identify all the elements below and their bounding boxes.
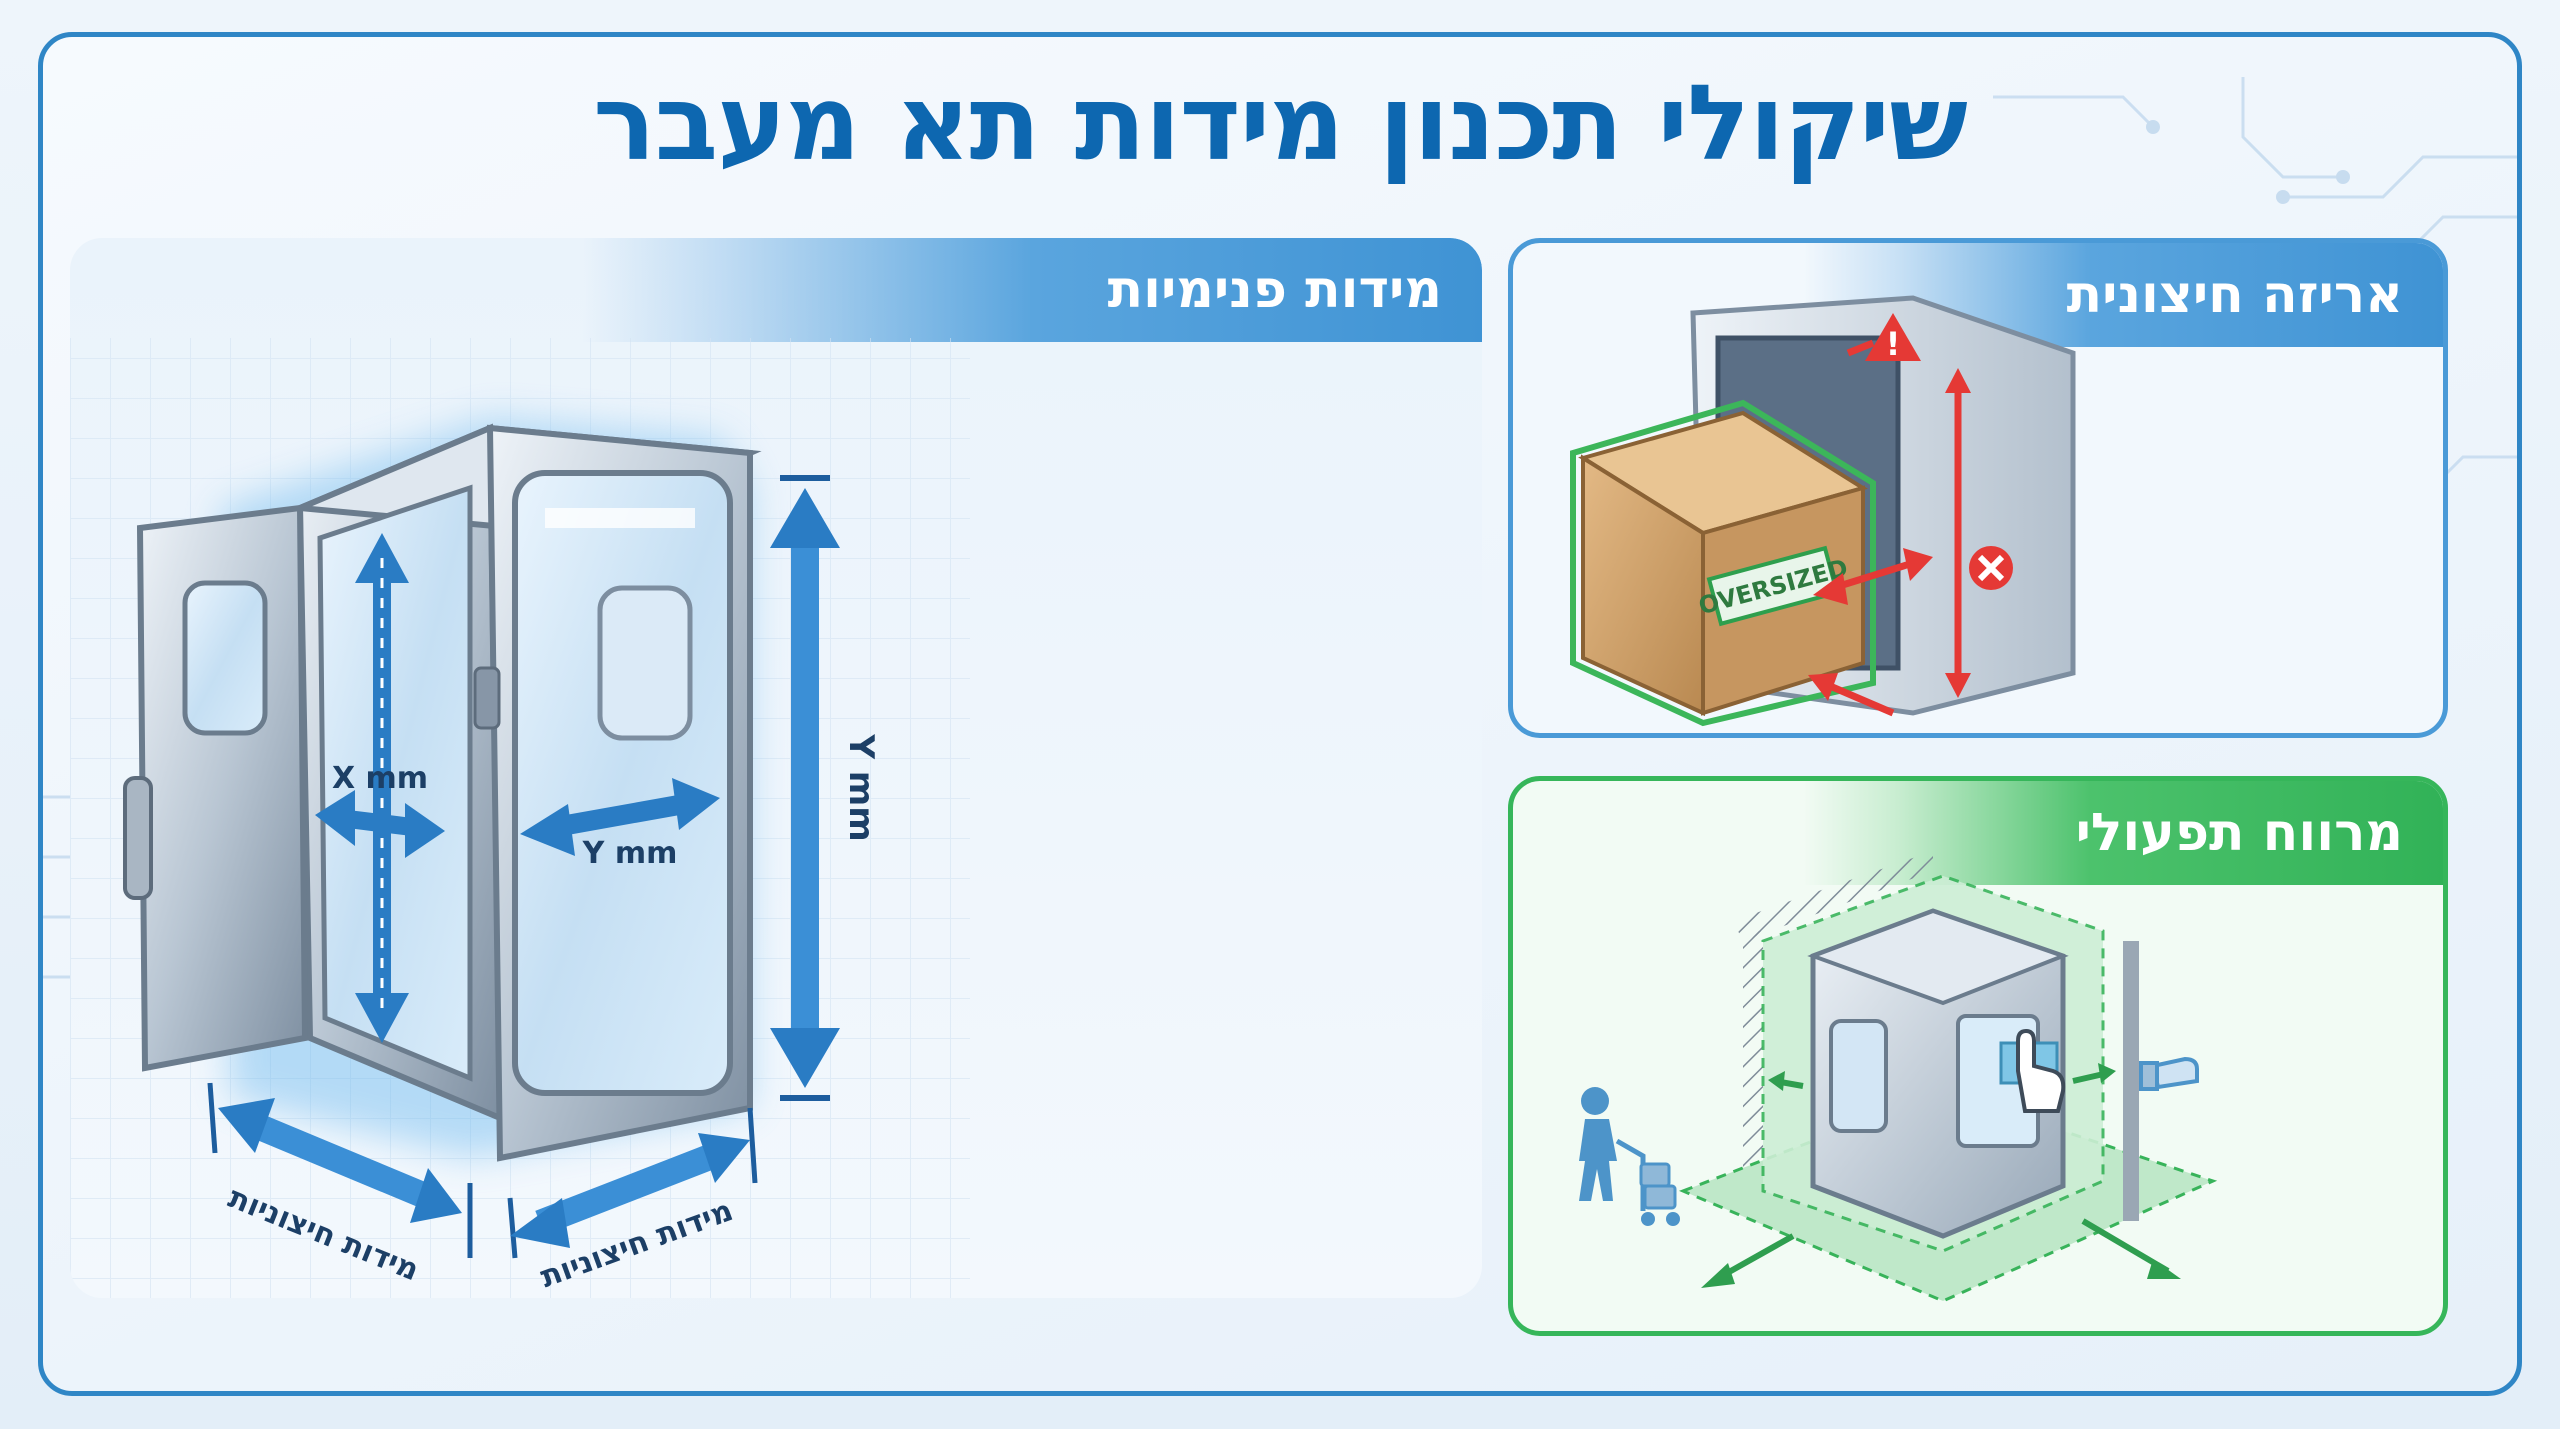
person-with-cart-icon — [1579, 1087, 1680, 1226]
warning-icon: ! — [1865, 313, 1921, 363]
svg-text:!: ! — [1886, 325, 1901, 363]
external-packaging-panel: אריזה חיצונית OVERSIZED ! — [1508, 238, 2448, 738]
clearance-red-arrows — [1808, 339, 1971, 717]
dimension-height-arrow — [770, 475, 840, 1101]
pass-box-illustration: X mm Y mm Y mm מידות חיצוניות — [70, 338, 970, 1298]
error-x-icon — [1969, 546, 2013, 590]
internal-dimensions-heading: מידות פנימיות — [582, 238, 1482, 342]
cabinet-front-window — [512, 470, 733, 1096]
door-window — [182, 580, 268, 736]
dimension-y-inner-arrow — [520, 778, 720, 856]
cabinet-inner-opening — [317, 484, 473, 1082]
dimension-height-label: Y mm — [841, 733, 881, 841]
dimension-outer-left-arrow — [207, 1082, 473, 1258]
door-handle — [123, 776, 153, 900]
clearance-green-arrows — [1701, 1063, 2181, 1288]
page-title: שיקולי תכנון מידות תא מעבר — [593, 62, 1968, 184]
hand-touch-icon — [2016, 1028, 2066, 1113]
dimension-outer-right-arrow — [507, 1107, 758, 1259]
dimension-x-arrows — [315, 533, 445, 1043]
packaging-illustration: OVERSIZED ! — [1570, 295, 2076, 727]
clearance-illustration — [1579, 851, 2218, 1303]
dimension-y-inner-label: Y mm — [582, 836, 678, 871]
hand-glove-icon — [2139, 1056, 2199, 1091]
dimension-x-label: X mm — [332, 761, 428, 796]
cabinet-latch — [473, 666, 501, 730]
operational-clearance-panel: מרווח תפעולי — [1508, 776, 2448, 1336]
oversized-box-outline — [1570, 399, 1876, 727]
cabinet-interior-window — [597, 585, 693, 741]
internal-dimensions-panel: מידות פנימיות — [70, 238, 1482, 1298]
